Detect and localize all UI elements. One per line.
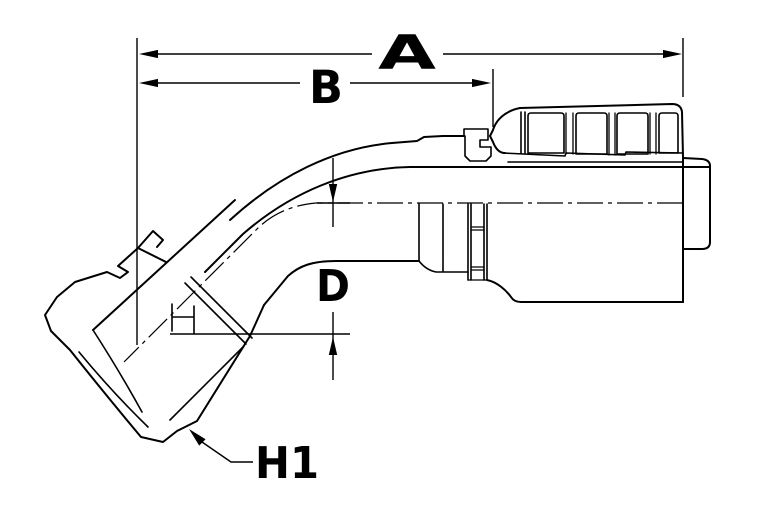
shell-rib-grooves (565, 112, 657, 156)
fitting-body (204, 128, 711, 306)
body-step-lines (418, 203, 444, 272)
arrowhead-d-top (328, 184, 338, 202)
centerline (123, 202, 683, 363)
h1-leader-line (201, 441, 253, 463)
tube-top-inner-edge (204, 166, 711, 273)
crimp-ring-walls (467, 203, 488, 281)
hex-swivel-nut (44, 199, 265, 443)
shell-rib-2 (575, 112, 608, 155)
arrowhead-b-right (472, 78, 491, 88)
nut-facet-edge-lower (169, 345, 245, 421)
shell-nose (489, 107, 521, 154)
body-step-jog (418, 260, 469, 273)
dim-label-d: D (316, 261, 350, 312)
arrowhead-b-left (139, 78, 158, 88)
nut-end-chamfer-curve (92, 329, 143, 413)
shell-rib-3 (616, 112, 649, 155)
shell-rib-4 (658, 112, 679, 154)
arrowhead-h1 (189, 429, 206, 446)
collar-slot (171, 303, 195, 334)
body-bottom-edge (486, 279, 684, 303)
arrowhead-d-bottom (328, 337, 338, 355)
dimension-lines (136, 38, 684, 463)
nut-silhouette (44, 247, 265, 443)
crimp-ring-separators (467, 226, 488, 281)
nut-collar-band (184, 276, 253, 345)
arrowhead-a-right (663, 49, 682, 59)
tube-top-outer-edge (229, 135, 465, 221)
shell-rib-1 (527, 112, 565, 154)
nut-facet-edge-upper (92, 199, 236, 331)
shell-top-edge (519, 103, 684, 158)
collar-castellation-tab (137, 230, 167, 263)
shell-nose-inner-lines (520, 111, 526, 154)
tube-bottom-inner-edge (263, 260, 420, 306)
dimension-labels: A B D H1 (255, 26, 437, 489)
dim-label-a: A (378, 26, 437, 81)
arrowhead-a-left (139, 49, 158, 59)
shell-clip-hook (463, 128, 492, 162)
dim-label-b: B (309, 61, 343, 114)
dim-label-h1: H1 (255, 438, 319, 489)
crimp-shell (489, 103, 711, 250)
nut-end-face-inner (78, 351, 149, 428)
hose-stop-collar (682, 157, 711, 250)
